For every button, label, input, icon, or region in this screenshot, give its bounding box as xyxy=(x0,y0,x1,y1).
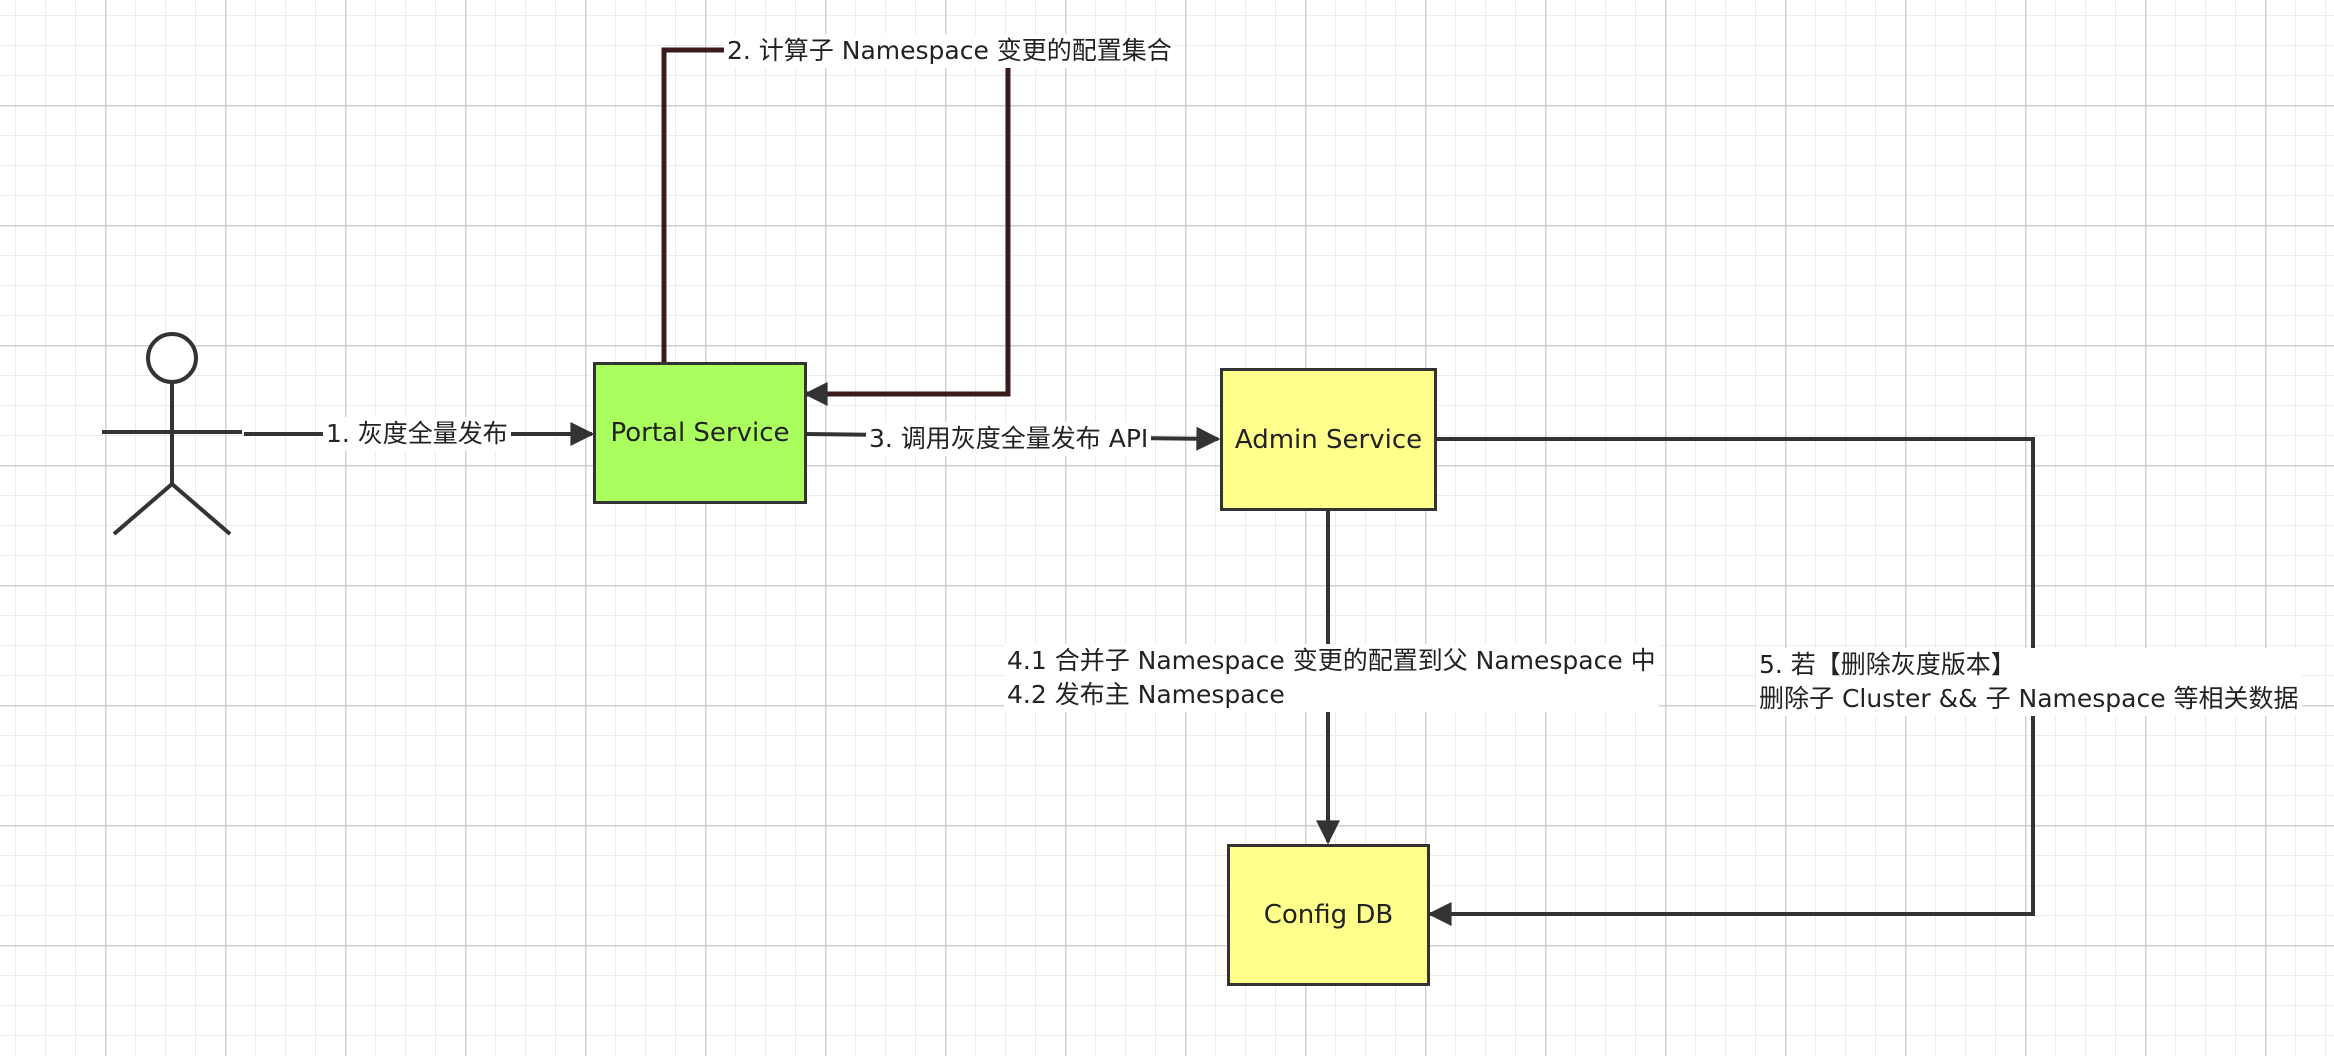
actor-left-leg xyxy=(112,482,174,536)
edge-portal-self-loop xyxy=(661,47,1011,406)
step3-label: 3. 调用灰度全量发布 API xyxy=(866,422,1152,456)
step4-line2: 4.2 发布主 Namespace xyxy=(1007,680,1285,709)
config-db-node: Config DB xyxy=(1227,844,1430,986)
step4-label-group: 4.1 合并子 Namespace 变更的配置到父 Namespace 中 4.… xyxy=(1004,644,1659,712)
step4-line1: 4.1 合并子 Namespace 变更的配置到父 Namespace 中 xyxy=(1007,646,1656,675)
step5-line1: 5. 若【删除灰度版本】 xyxy=(1759,650,2016,679)
step1-label: 1. 灰度全量发布 xyxy=(323,417,511,451)
step5-line2: 删除子 Cluster && 子 Namespace 等相关数据 xyxy=(1759,684,2299,713)
portal-service-node: Portal Service xyxy=(593,362,807,504)
actor-head xyxy=(146,332,198,384)
admin-service-node: Admin Service xyxy=(1220,368,1437,511)
actor-right-leg xyxy=(170,482,232,536)
actor-stick-figure xyxy=(102,332,242,536)
step5-label-group: 5. 若【删除灰度版本】 删除子 Cluster && 子 Namespace … xyxy=(1756,648,2302,716)
step2-label: 2. 计算子 Namespace 变更的配置集合 xyxy=(724,34,1175,68)
